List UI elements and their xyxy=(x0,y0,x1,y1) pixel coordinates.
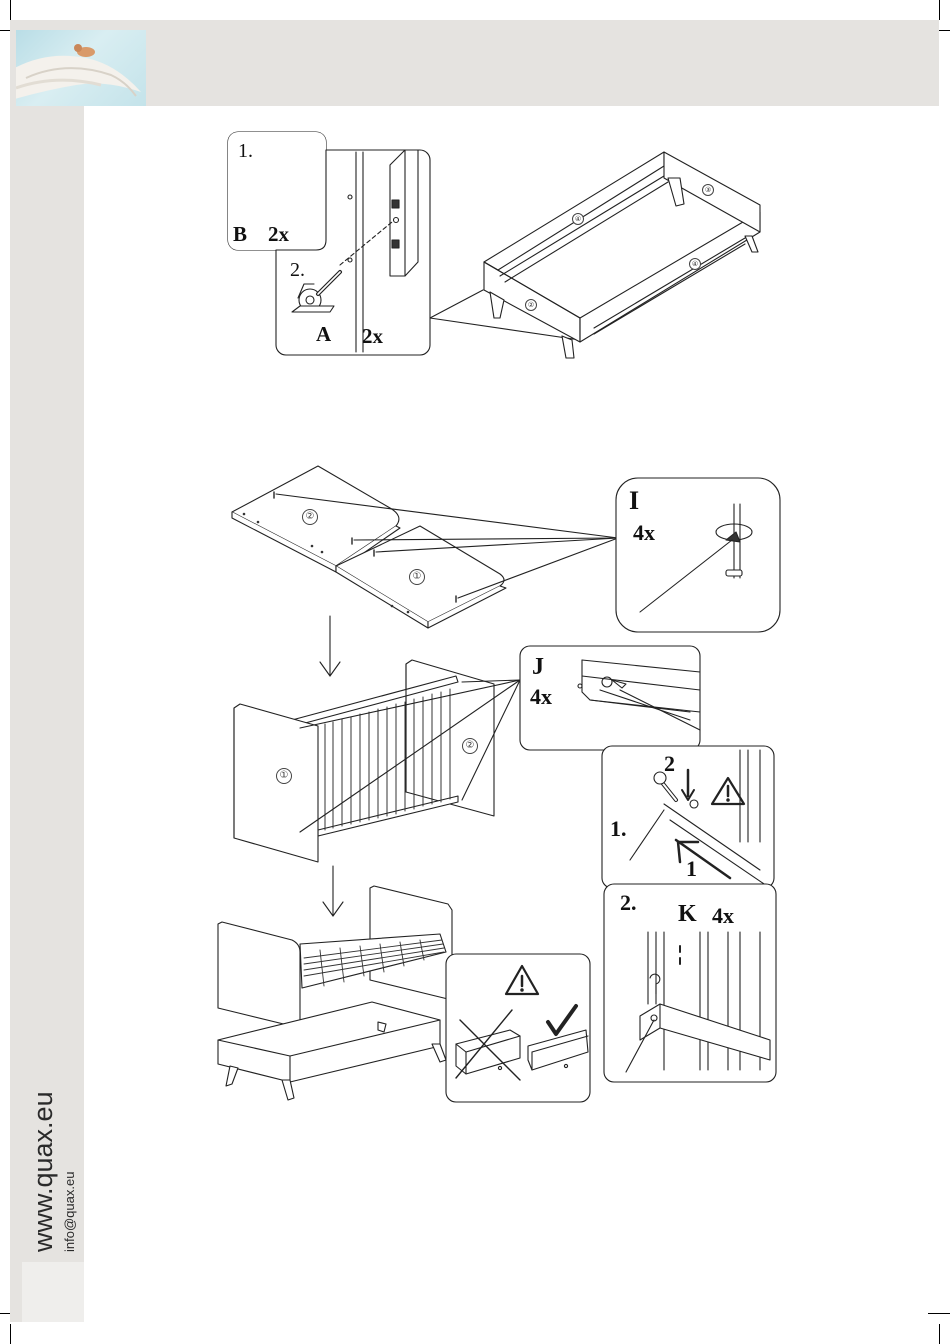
crib-assembly xyxy=(234,660,494,862)
part-j-label: J xyxy=(532,654,544,681)
bed-with-support xyxy=(218,886,452,1100)
part-i-qty: 4x xyxy=(633,520,655,546)
arrow-1-label: 1 xyxy=(686,856,697,882)
part-k-qty: 4x xyxy=(712,903,734,929)
arrow-2-label: 2 xyxy=(664,751,675,777)
part-b-label: B xyxy=(233,222,247,247)
part-number-4b-top: ④ xyxy=(689,258,701,270)
panel-number-2-flat: ② xyxy=(302,509,318,525)
detail-i-box xyxy=(616,478,780,632)
step-1-label: 1. xyxy=(238,140,253,163)
part-a-qty: 2x xyxy=(362,324,383,349)
step-2-label: 2. xyxy=(290,259,305,282)
k-step-1-label: 1. xyxy=(610,816,627,842)
part-k-label: K xyxy=(678,901,697,928)
part-a-label: A xyxy=(316,322,331,347)
part-i-label: I xyxy=(629,486,639,516)
bed-frame-top xyxy=(484,152,760,358)
panel-number-1-crib: ① xyxy=(276,768,292,784)
part-b-qty: 2x xyxy=(268,222,289,247)
k-step-2-label: 2. xyxy=(620,890,637,916)
panel-number-1-flat: ① xyxy=(409,569,425,585)
part-number-2-top: ② xyxy=(525,299,537,311)
part-j-qty: 4x xyxy=(530,684,552,710)
panel-number-2-crib: ② xyxy=(462,738,478,754)
part-number-3-top: ③ xyxy=(702,184,714,196)
warning-box xyxy=(446,954,590,1102)
part-number-4a-top: ④ xyxy=(572,213,584,225)
